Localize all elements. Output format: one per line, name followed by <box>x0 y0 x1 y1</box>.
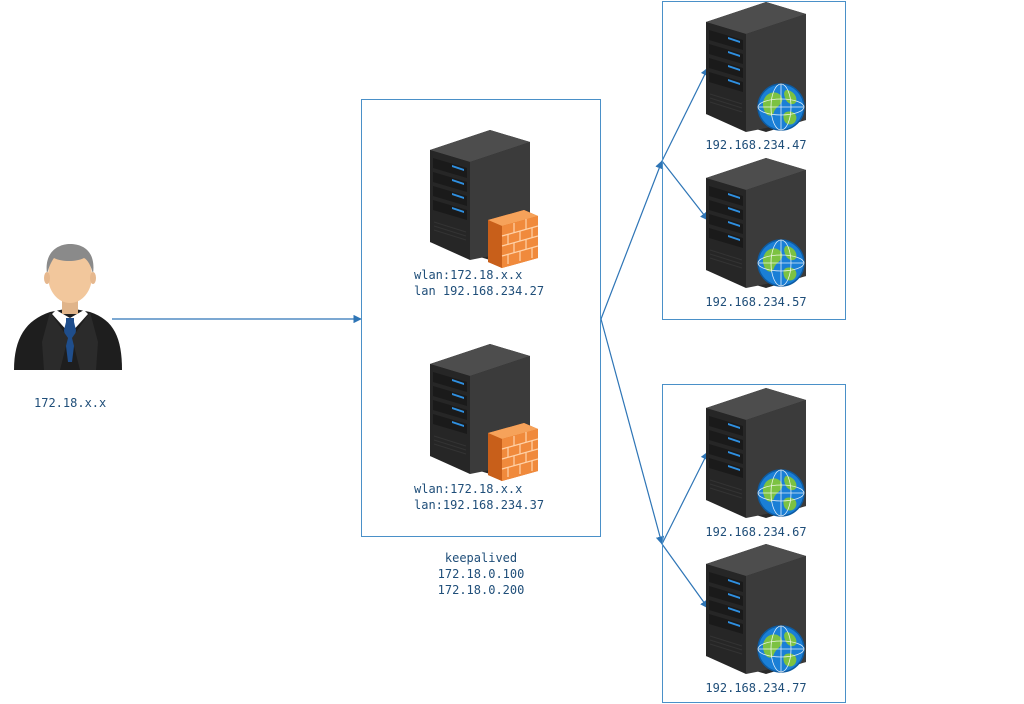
client-ip-label: 172.18.x.x <box>34 396 107 410</box>
group1-to-server57-line <box>661 160 709 221</box>
user-businessman-icon <box>14 244 122 370</box>
backend-group-2-box <box>662 384 846 703</box>
balancer-1-lan-label: lan 192.168.234.27 <box>414 284 545 298</box>
server-77-label: 192.168.234.77 <box>705 681 807 695</box>
server-47-label: 192.168.234.47 <box>705 138 807 152</box>
connection-lines <box>112 67 709 609</box>
balancer-2-lan-label: lan:192.168.234.37 <box>414 498 545 512</box>
keepalived-label: keepalived <box>444 551 518 565</box>
backend-group-1-box <box>662 1 846 320</box>
balancer-1-wlan-label: wlan:172.18.x.x <box>414 268 523 282</box>
vip-2-label: 172.18.0.200 <box>437 583 525 597</box>
balancer-2-wlan-label: wlan:172.18.x.x <box>414 482 523 496</box>
server-67-label: 192.168.234.67 <box>705 525 807 539</box>
load-balancer-group-box <box>361 99 601 537</box>
vip-1-label: 172.18.0.100 <box>437 567 525 581</box>
balancer-to-group1-line <box>600 160 664 320</box>
group1-to-server47-line <box>661 67 709 162</box>
group2-to-server77-line <box>661 543 709 609</box>
balancer-to-group2-line <box>600 318 665 545</box>
group2-to-server67-line <box>661 451 709 545</box>
server-57-label: 192.168.234.57 <box>705 295 807 309</box>
